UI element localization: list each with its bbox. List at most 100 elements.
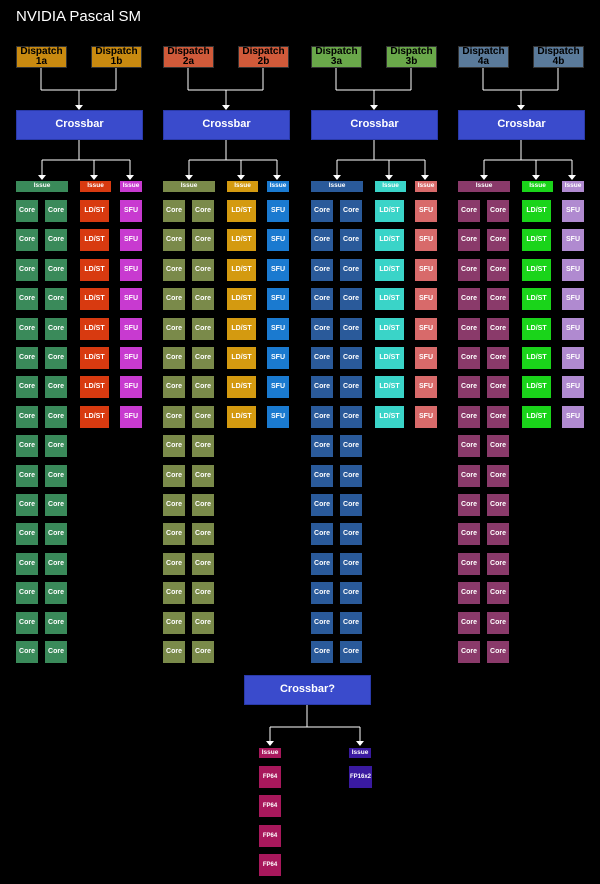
issue-label: Issue <box>415 181 437 192</box>
core-unit: Core <box>192 406 214 428</box>
core-unit: Core <box>458 347 480 369</box>
core-unit: Core <box>16 259 38 281</box>
core-unit: Core <box>16 376 38 398</box>
ldst-unit: LD/ST <box>375 347 404 369</box>
core-unit: Core <box>340 259 362 281</box>
core-unit: Core <box>163 435 185 457</box>
core-unit: Core <box>458 288 480 310</box>
core-unit: Core <box>192 318 214 340</box>
core-unit: Core <box>45 376 67 398</box>
core-unit: Core <box>458 435 480 457</box>
core-unit: Core <box>45 288 67 310</box>
fp64-unit: FP64 <box>259 795 281 817</box>
arrowhead <box>532 175 540 180</box>
sfu-unit: SFU <box>415 200 437 222</box>
arrowhead <box>480 175 488 180</box>
core-unit: Core <box>45 259 67 281</box>
ldst-unit: LD/ST <box>80 200 109 222</box>
core-unit: Core <box>311 406 333 428</box>
core-unit: Core <box>340 553 362 575</box>
arrowhead <box>126 175 134 180</box>
core-unit: Core <box>487 406 509 428</box>
sfu-unit: SFU <box>120 376 142 398</box>
arrowhead <box>517 105 525 110</box>
ldst-unit: LD/ST <box>227 406 256 428</box>
core-unit: Core <box>311 200 333 222</box>
ldst-unit: LD/ST <box>80 288 109 310</box>
core-unit: Core <box>458 553 480 575</box>
fp64-unit: FP64 <box>259 854 281 876</box>
shared-crossbar: Crossbar? <box>244 675 371 705</box>
core-unit: Core <box>458 494 480 516</box>
core-unit: Core <box>340 523 362 545</box>
ldst-unit: LD/ST <box>80 259 109 281</box>
core-unit: Core <box>45 406 67 428</box>
core-unit: Core <box>311 612 333 634</box>
core-unit: Core <box>192 288 214 310</box>
core-unit: Core <box>487 259 509 281</box>
core-unit: Core <box>45 612 67 634</box>
core-unit: Core <box>45 523 67 545</box>
issue-label: Issue <box>120 181 142 192</box>
core-unit: Core <box>458 200 480 222</box>
ldst-unit: LD/ST <box>522 347 551 369</box>
issue-label: Issue <box>375 181 406 192</box>
sfu-unit: SFU <box>415 406 437 428</box>
issue-label: Issue <box>259 748 281 758</box>
core-unit: Core <box>487 465 509 487</box>
ldst-unit: LD/ST <box>227 229 256 251</box>
ldst-unit: LD/ST <box>80 318 109 340</box>
issue-label: Issue <box>522 181 553 192</box>
core-unit: Core <box>16 288 38 310</box>
sfu-unit: SFU <box>562 376 584 398</box>
core-unit: Core <box>340 435 362 457</box>
core-unit: Core <box>192 582 214 604</box>
core-unit: Core <box>45 200 67 222</box>
ldst-unit: LD/ST <box>227 259 256 281</box>
core-unit: Core <box>311 523 333 545</box>
sfu-unit: SFU <box>562 229 584 251</box>
crossbar: Crossbar <box>311 110 438 140</box>
core-unit: Core <box>192 465 214 487</box>
core-unit: Core <box>340 612 362 634</box>
core-unit: Core <box>45 318 67 340</box>
arrowhead <box>38 175 46 180</box>
issue-label: Issue <box>349 748 371 758</box>
ldst-unit: LD/ST <box>375 229 404 251</box>
arrowhead <box>370 105 378 110</box>
core-unit: Core <box>311 259 333 281</box>
core-unit: Core <box>163 641 185 663</box>
core-unit: Core <box>16 318 38 340</box>
ldst-unit: LD/ST <box>375 259 404 281</box>
core-unit: Core <box>163 318 185 340</box>
core-unit: Core <box>311 641 333 663</box>
core-unit: Core <box>192 494 214 516</box>
sfu-unit: SFU <box>562 200 584 222</box>
core-unit: Core <box>192 641 214 663</box>
ldst-unit: LD/ST <box>522 200 551 222</box>
arrowhead <box>237 175 245 180</box>
sfu-unit: SFU <box>267 376 289 398</box>
arrowhead <box>421 175 429 180</box>
core-unit: Core <box>311 582 333 604</box>
ldst-unit: LD/ST <box>227 376 256 398</box>
core-unit: Core <box>45 435 67 457</box>
issue-label: Issue <box>80 181 111 192</box>
core-unit: Core <box>340 229 362 251</box>
core-unit: Core <box>311 465 333 487</box>
core-unit: Core <box>458 229 480 251</box>
core-unit: Core <box>487 612 509 634</box>
core-unit: Core <box>458 582 480 604</box>
core-unit: Core <box>163 347 185 369</box>
core-unit: Core <box>163 553 185 575</box>
sfu-unit: SFU <box>562 318 584 340</box>
core-unit: Core <box>487 347 509 369</box>
core-unit: Core <box>45 347 67 369</box>
ldst-unit: LD/ST <box>375 288 404 310</box>
core-unit: Core <box>458 612 480 634</box>
ldst-unit: LD/ST <box>227 318 256 340</box>
